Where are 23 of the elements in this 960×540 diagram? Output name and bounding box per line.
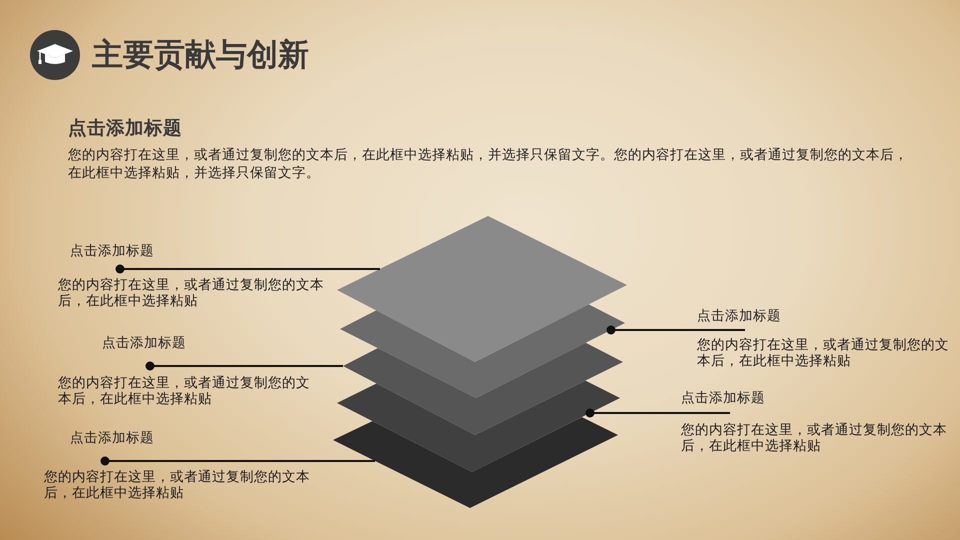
callout-heading: 点击添加标题 xyxy=(697,308,781,324)
callout-heading: 点击添加标题 xyxy=(70,430,154,446)
callout-heading: 点击添加标题 xyxy=(102,335,186,351)
callout-text: 您的内容打在这里，或者通过复制您的文本后，在此框中选择粘贴 xyxy=(44,469,311,501)
leader-line xyxy=(586,408,730,418)
stacked-layer xyxy=(333,417,618,508)
section-heading: 点击添加标题 xyxy=(68,118,182,140)
callout-text: 您的内容打在这里，或者通过复制您的文本后，在此框中选择粘贴 xyxy=(58,277,325,309)
slide-title: 主要贡献与创新 xyxy=(92,36,309,74)
stacked-layer xyxy=(337,380,620,472)
body-paragraph: 您的内容打在这里，或者通过复制您的文本后，在此框中选择粘贴，并选择只保留文字。您的内容打在这里，或者通过复制您的文本后，在此框中选择粘贴，并选择只保留文字。 xyxy=(68,146,909,182)
stacked-layer xyxy=(340,304,625,398)
callout-heading: 点击添加标题 xyxy=(681,390,765,406)
leader-line xyxy=(146,362,343,370)
leader-line xyxy=(116,264,380,274)
stacked-layer xyxy=(337,216,627,362)
stacked-layer xyxy=(343,342,623,435)
leader-line xyxy=(100,456,375,466)
callout-text: 您的内容打在这里，或者通过复制您的文本后，在此框中选择粘贴 xyxy=(58,375,311,407)
callout-text: 您的内容打在这里，或者通过复制您的文本后，在此框中选择粘贴 xyxy=(681,422,948,454)
callout-heading: 点击添加标题 xyxy=(70,243,154,259)
leader-line xyxy=(606,326,745,334)
callout-text: 您的内容打在这里，或者通过复制您的文本后，在此框中选择粘贴 xyxy=(697,337,950,369)
